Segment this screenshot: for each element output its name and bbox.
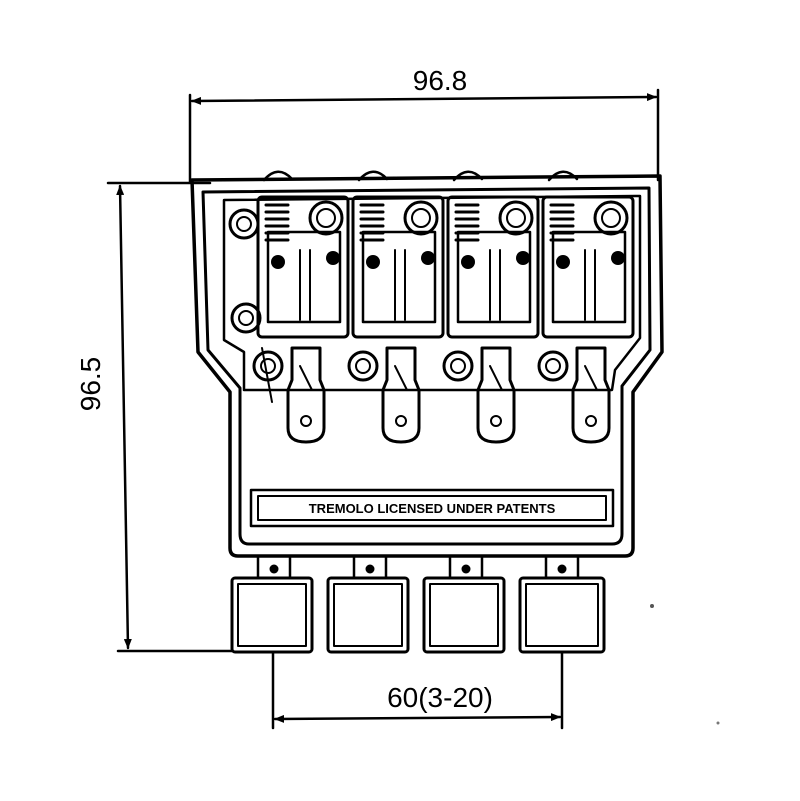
tab-hole — [585, 415, 597, 427]
saddle-block — [456, 230, 532, 324]
saddle-2 — [347, 170, 445, 444]
spacing-dimension: 60(3-20) — [271, 650, 564, 730]
block-pin — [269, 564, 279, 574]
height-screw-left — [271, 255, 285, 269]
saddle-3 — [442, 170, 540, 444]
lower-washer-inner — [355, 358, 371, 374]
tab-slot — [299, 365, 313, 391]
fine-tuner-knob — [498, 200, 534, 236]
fine-tuner-knob — [308, 200, 344, 236]
block-inner — [237, 583, 307, 647]
saddle-body — [541, 195, 635, 339]
string-block-2 — [326, 554, 410, 654]
saddles-group — [252, 170, 635, 444]
patent-plate-outer — [249, 488, 615, 528]
mount-screw-bottom-inner — [238, 310, 254, 326]
fine-tuner-knob-inner — [601, 208, 621, 228]
height-screw-right — [326, 251, 340, 265]
patent-plate: TREMOLO LICENSED UNDER PATENTS — [249, 488, 615, 528]
tab-slot — [394, 365, 408, 391]
patent-plate-inner — [257, 495, 607, 521]
fine-tuner-knob — [403, 200, 439, 236]
height-dimension: 96.5 — [75, 181, 234, 653]
saddle-block — [361, 230, 437, 324]
lower-washer — [537, 350, 569, 382]
tab-hole — [300, 415, 312, 427]
spacing-label: 60(3-20) — [387, 682, 493, 713]
width-label: 96.8 — [413, 65, 468, 96]
spacing-dimension-line — [273, 713, 562, 723]
height-dimension-line — [116, 184, 132, 650]
height-screw-right — [421, 251, 435, 265]
base-plate-outer — [190, 174, 664, 558]
block-body — [422, 576, 506, 654]
saddle-screw-head — [547, 170, 579, 182]
string-block-3 — [422, 554, 506, 654]
arm-socket-line — [261, 347, 273, 403]
height-screw-left — [461, 255, 475, 269]
lower-washer-inner — [545, 358, 561, 374]
mount-screw-top-inner — [236, 216, 252, 232]
height-screw-right — [611, 251, 625, 265]
base-plate — [190, 174, 664, 558]
fine-tuner-knob-inner — [411, 208, 431, 228]
mount-screw-top — [228, 208, 260, 240]
block-inner — [333, 583, 403, 647]
saddle-body — [446, 195, 540, 339]
saddle-block — [266, 230, 342, 324]
block-inner — [429, 583, 499, 647]
fine-tuner-knob — [593, 200, 629, 236]
lower-washer — [252, 350, 284, 382]
fine-tuner-knob-inner — [506, 208, 526, 228]
block-body — [518, 576, 606, 654]
patent-plate-text: TREMOLO LICENSED UNDER PATENTS — [309, 501, 556, 516]
block-inner — [525, 583, 599, 647]
speck — [650, 604, 654, 608]
saddle-cavity — [222, 194, 642, 392]
block-body — [230, 576, 314, 654]
speck — [716, 721, 720, 725]
height-screw-left — [556, 255, 570, 269]
width-dimension-line — [190, 93, 658, 105]
saddle-body — [351, 195, 445, 339]
fine-tuner-knob-inner — [316, 208, 336, 228]
saddle-1 — [252, 170, 350, 444]
string-lock-tab — [381, 346, 421, 444]
tab-slot — [489, 365, 503, 391]
lower-washer — [442, 350, 474, 382]
tab-hole — [395, 415, 407, 427]
tab-slot — [584, 365, 598, 391]
block-pin — [365, 564, 375, 574]
lower-washer — [347, 350, 379, 382]
string-blocks-group — [230, 554, 606, 654]
height-screw-right — [516, 251, 530, 265]
width-dimension: 96.8 — [188, 65, 660, 184]
saddle-screw-head — [452, 170, 484, 182]
string-lock-tab — [286, 346, 326, 444]
string-block-4 — [518, 554, 606, 654]
tab-hole — [490, 415, 502, 427]
base-plate-inner — [201, 186, 652, 546]
saddle-screw-head — [262, 170, 294, 182]
string-lock-tab — [476, 346, 516, 444]
saddle-screw-head — [357, 170, 389, 182]
saddle-4 — [537, 170, 635, 444]
saddle-block — [551, 230, 627, 324]
string-lock-tab — [571, 346, 611, 444]
string-block-1 — [230, 554, 314, 654]
block-body — [326, 576, 410, 654]
lower-washer-inner — [260, 358, 276, 374]
lower-washer-inner — [450, 358, 466, 374]
block-pin — [557, 564, 567, 574]
block-pin — [461, 564, 471, 574]
height-screw-left — [366, 255, 380, 269]
saddle-body — [256, 195, 350, 339]
height-label: 96.5 — [75, 357, 106, 412]
mount-screw-bottom — [230, 302, 262, 334]
